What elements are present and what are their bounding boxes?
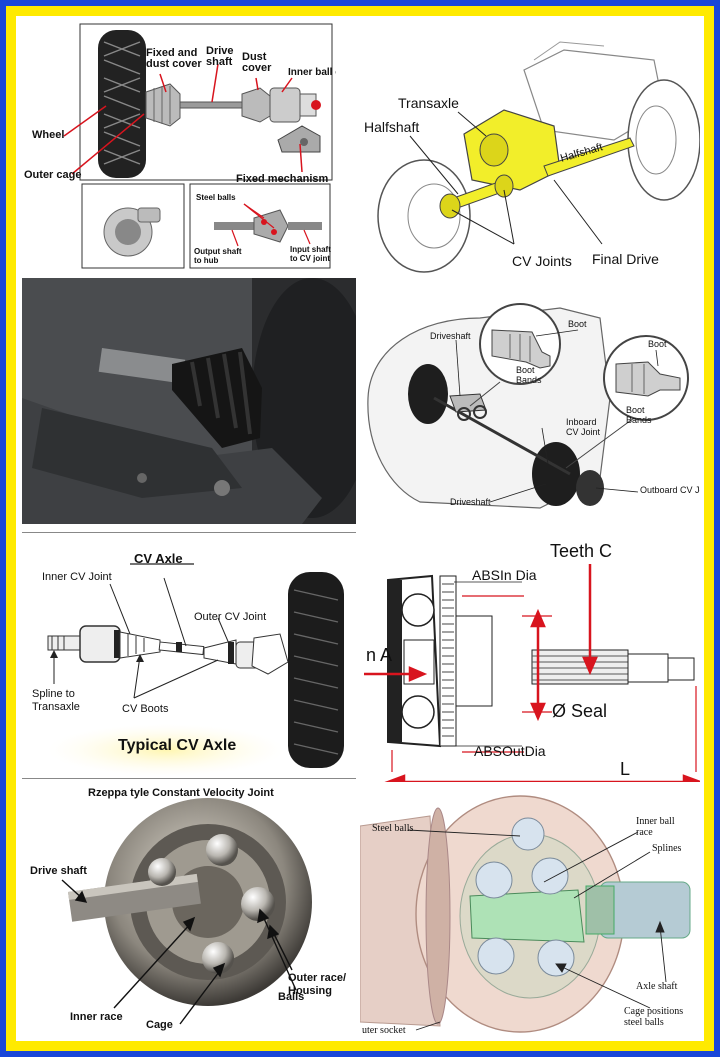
- dimensions-drawing: [364, 564, 700, 782]
- label-transaxle: Transaxle: [398, 95, 459, 111]
- label-balls: Balls: [278, 991, 305, 1003]
- panel-rzeppa-joint: Rzeppa tyle Constant Velocity Joint Driv…: [22, 782, 358, 1038]
- panel-cv-joint-components: Fixed and dust cover Drive shaft Dust co…: [20, 22, 336, 270]
- label-halfshaft-left: Halfshaft: [364, 119, 420, 135]
- label-inner-race: Inner race: [70, 1011, 123, 1023]
- cv-cutaway-drawing: [360, 795, 691, 1033]
- panel-driveshaft-boots: Driveshaft Boot Boot Bands Boot Boot Ban…: [360, 278, 700, 526]
- label-outboard-cv-joint: Outboard CV Joint: [640, 485, 700, 495]
- transaxle-drawing: [377, 41, 700, 273]
- label-drive-shaft: Drive shaft: [206, 45, 234, 68]
- label-driveshaft-bottom: Driveshaft: [450, 497, 491, 507]
- label-abs-in-dia: ABSIn Dia: [472, 567, 537, 583]
- label-seal: Ø Seal: [552, 701, 608, 721]
- panel-dimensions: Teeth C ABSIn Dia n A Ø Seal ABSOutDia L: [362, 536, 700, 782]
- label-dust-cover: Dust cover: [242, 51, 272, 74]
- label-spline-to-transaxle: Spline to Transaxle: [32, 688, 80, 714]
- label-boot-2: Boot: [648, 339, 667, 349]
- label-output-shaft: Output shaft to hub: [194, 247, 242, 265]
- label-teeth-c: Teeth C: [550, 541, 613, 561]
- label-boot-1: Boot: [568, 319, 587, 329]
- label-l: L: [620, 759, 631, 779]
- label-inner-ball-cage: Inner ball cage: [288, 67, 336, 78]
- label-inner-cv-joint: Inner CV Joint: [42, 571, 112, 583]
- label-outer-race-housing: Outer race/ Housing: [288, 972, 347, 998]
- label-outer-socket: uter socket: [362, 1025, 406, 1036]
- label-inner-ball-race: Inner ball race: [636, 816, 675, 838]
- cv-boot-photo-drawing: [22, 278, 356, 524]
- cv-components-drawing: [63, 23, 333, 269]
- label-cv-joints: CV Joints: [512, 253, 572, 269]
- label-typical-cv-axle: Typical CV Axle: [118, 737, 237, 754]
- label-input-shaft: Input shaft to CV joint: [290, 245, 331, 263]
- divider-row4: [22, 778, 356, 779]
- label-cv-boots: CV Boots: [122, 703, 169, 715]
- label-rzeppa-title: Rzeppa tyle Constant Velocity Joint: [88, 787, 274, 799]
- label-cv-axle: CV Axle: [134, 551, 183, 566]
- label-fixed-and-dust-cover: Fixed and dust cover: [146, 47, 202, 70]
- label-boot-bands-1: Boot Bands: [516, 365, 542, 385]
- label-abs-out-dia: ABSOutDia: [474, 743, 546, 759]
- panel-cv-cutaway: Steel balls Inner ball race Splines Axle…: [360, 786, 700, 1038]
- panel-transaxle-halfshaft: Transaxle Halfshaft Halfshaft CV Joints …: [354, 30, 700, 276]
- label-outer-cage: Outer cage: [24, 169, 82, 181]
- label-steel-balls-small: Steel balls: [196, 193, 236, 202]
- panel-cv-boot-photo: [22, 278, 356, 524]
- label-drive-shaft-rzeppa: Drive shaft: [30, 865, 87, 877]
- label-boot-bands-2: Boot Bands: [626, 405, 652, 425]
- label-final-drive: Final Drive: [592, 251, 659, 267]
- label-outer-cv-joint: Outer CV Joint: [194, 611, 267, 623]
- label-splines: Splines: [652, 843, 682, 854]
- typical-cv-axle-drawing: [47, 563, 344, 776]
- rzeppa-joint-drawing: [61, 798, 312, 1025]
- label-cage-positions: Cage positions steel balls: [624, 1006, 684, 1028]
- label-driveshaft-top: Driveshaft: [430, 331, 471, 341]
- label-fixed-mechanism: Fixed mechanism: [236, 173, 329, 185]
- label-cage: Cage: [146, 1019, 173, 1031]
- diagram-canvas: Fixed and dust cover Drive shaft Dust co…: [16, 16, 704, 1041]
- label-steel-balls-cutaway: Steel balls: [372, 823, 414, 834]
- divider-row3: [22, 532, 356, 533]
- label-axle-shaft: Axle shaft: [636, 981, 678, 992]
- label-inboard-cv-joint: Inboard CV Joint: [566, 417, 601, 437]
- driveshaft-boots-drawing: [367, 303, 689, 509]
- panel-typical-cv-axle: CV Axle Inner CV Joint Outer CV Joint Sp…: [22, 542, 358, 778]
- label-wheel: Wheel: [32, 129, 65, 141]
- label-a: n A: [366, 645, 393, 665]
